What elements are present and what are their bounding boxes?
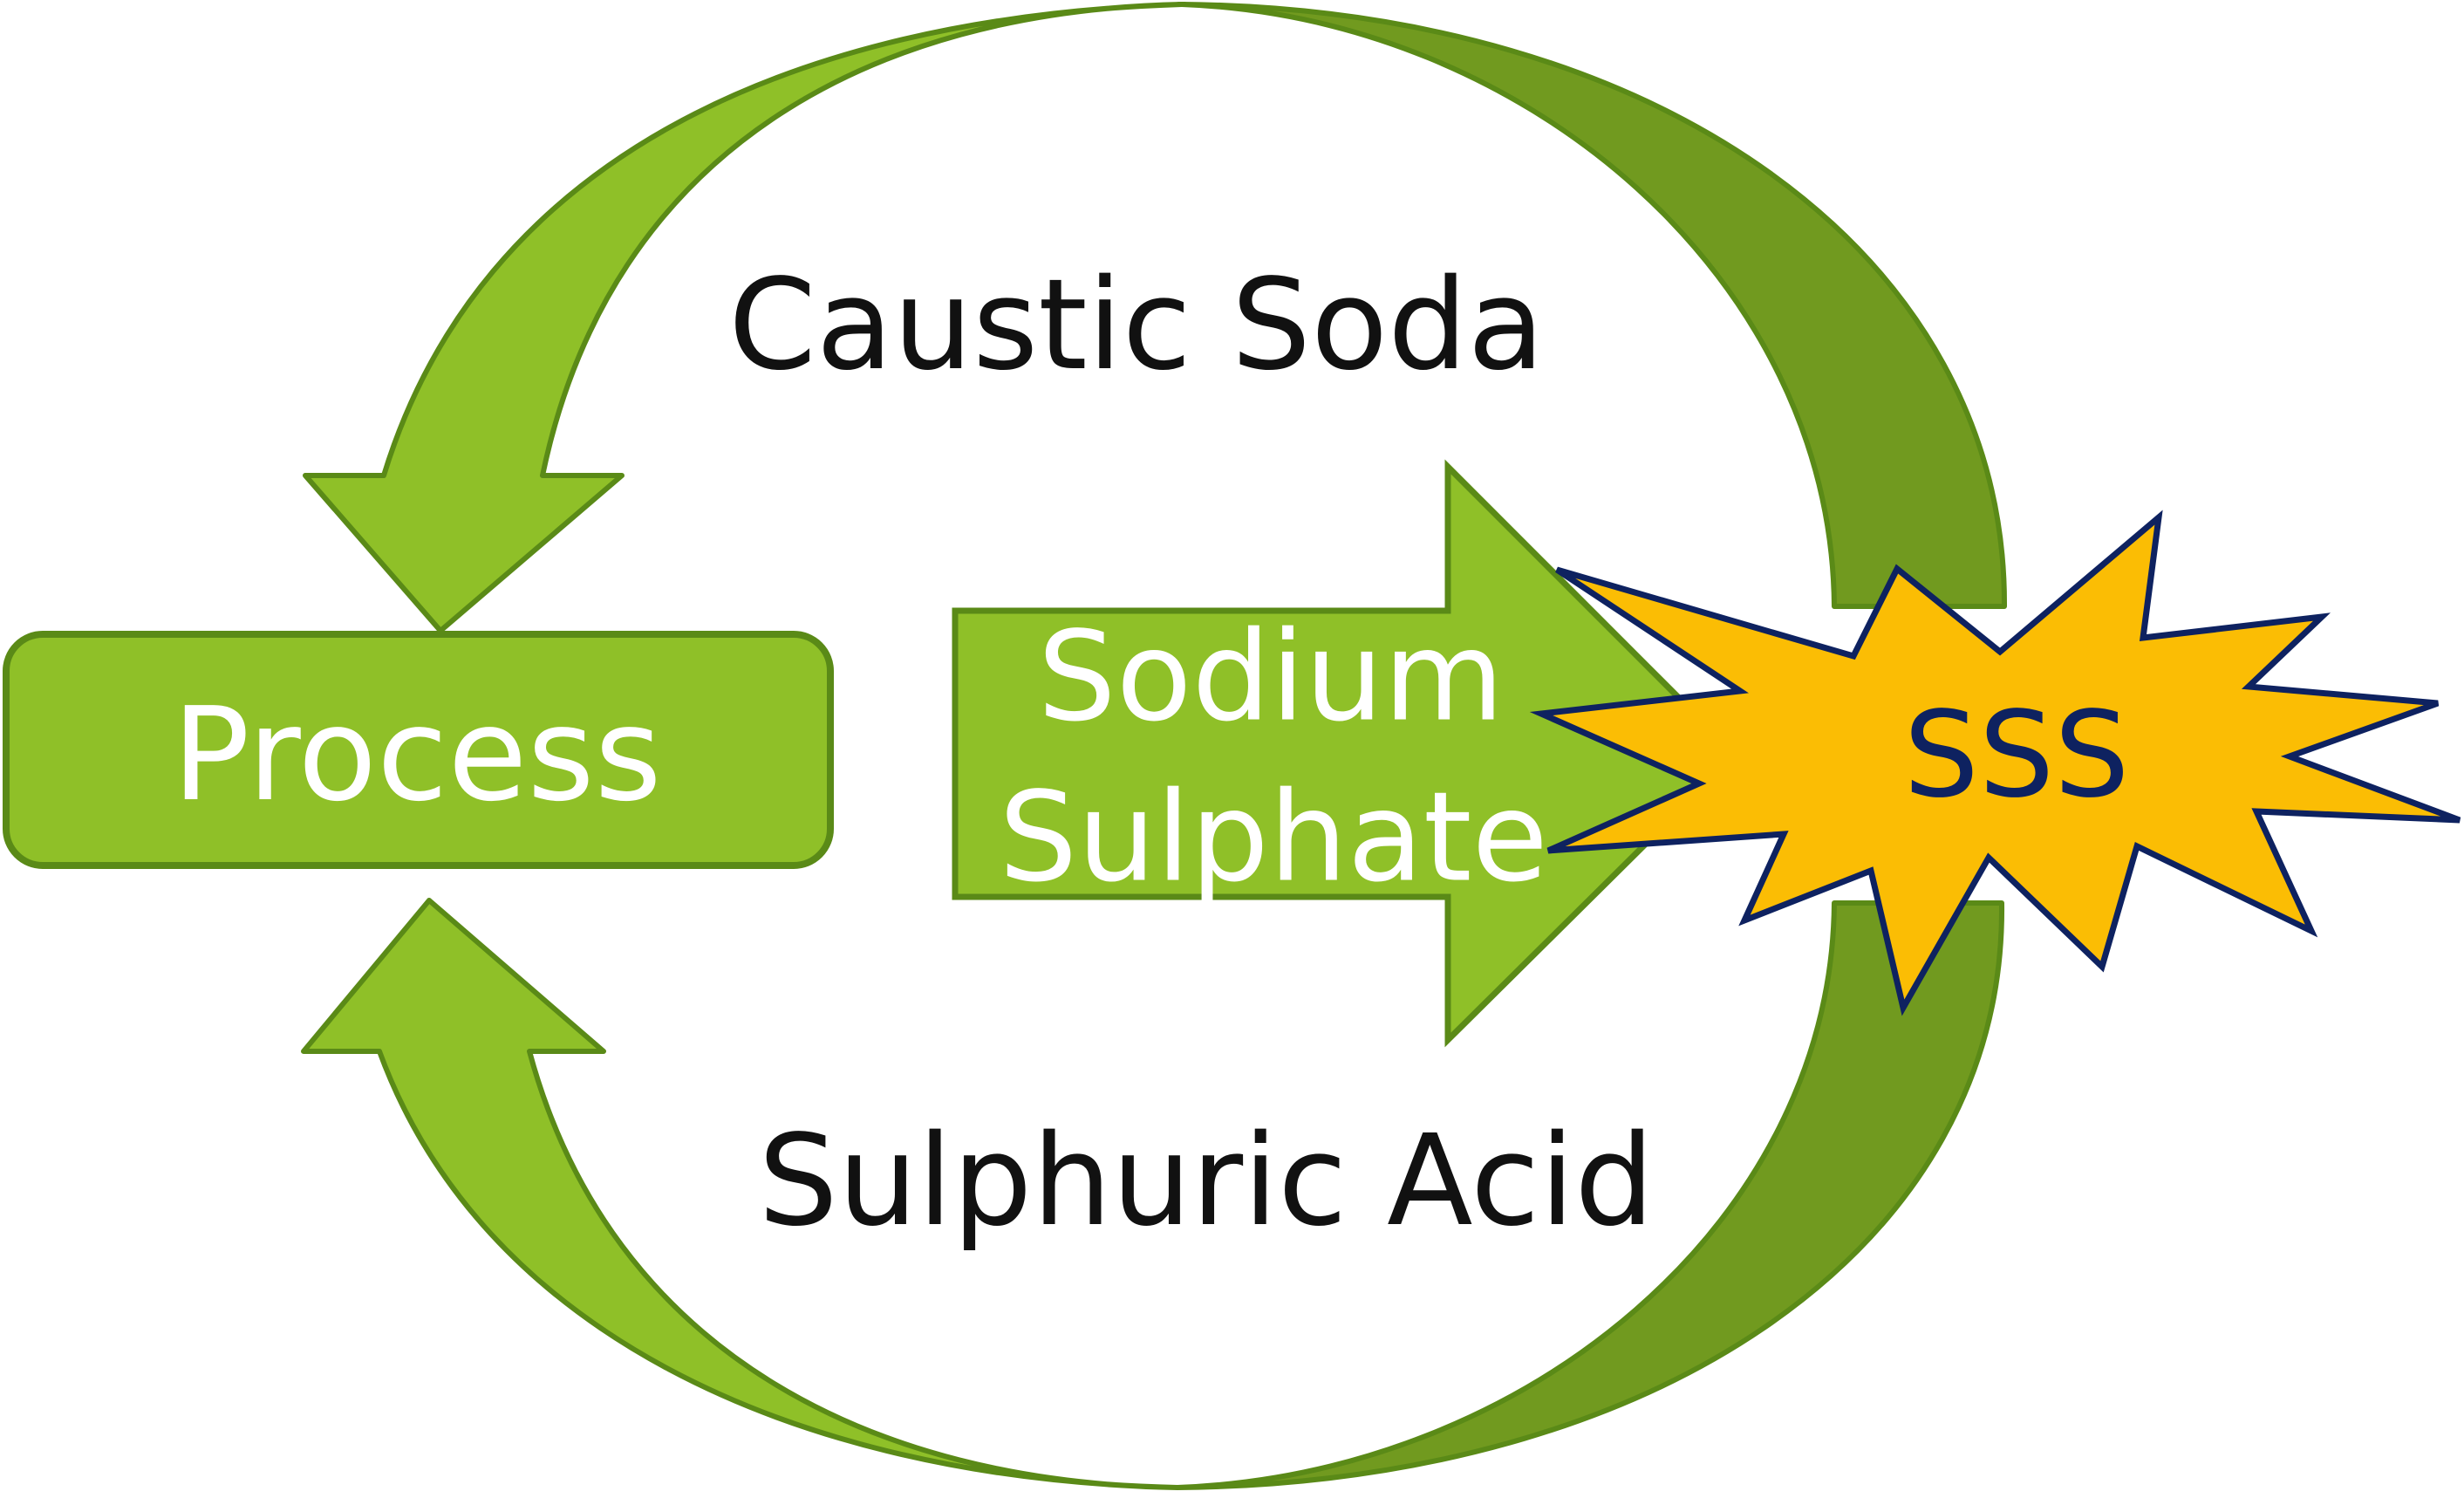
sss-burst: [1529, 510, 2461, 1016]
caustic-soda-arrow: [303, 2, 1184, 633]
sodium-label: Sodium: [1038, 605, 1505, 749]
sulphate-label: Sulphate: [999, 766, 1548, 910]
caustic-soda-label: Caustic Soda: [728, 251, 1545, 398]
sulphuric-acid-arrow: [301, 898, 1180, 1490]
process-box: [3, 631, 834, 869]
sodium-sulphate-arrow: [952, 459, 1740, 1048]
process-label: Process: [172, 680, 661, 830]
sulphuric-acid-label: Sulphuric Acid: [758, 1107, 1654, 1254]
caustic-soda-arrow-back: [1179, 2, 2008, 609]
sss-label: SSS: [1904, 687, 2130, 824]
